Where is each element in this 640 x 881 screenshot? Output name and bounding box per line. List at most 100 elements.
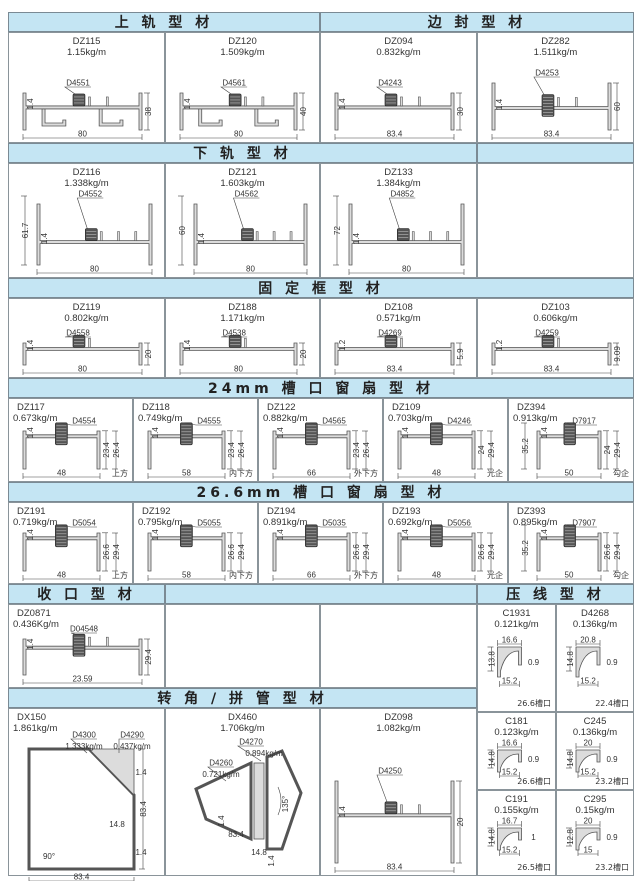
section-title: 边 封 型 材 <box>427 15 527 31</box>
profile-drawing: 135°D42700.894kg/mD42600.721kg/m83.414.8… <box>194 738 303 867</box>
profile-code: DZ121 <box>228 167 257 178</box>
wall-thickness-label: 1.4 <box>26 638 35 650</box>
dimension-label: 80 <box>246 265 255 274</box>
profile-weight: 0.795kg/m <box>138 517 183 528</box>
profile-section <box>36 203 153 266</box>
dimension-label: 23.4 <box>352 442 361 458</box>
gasket-code: D7907 <box>572 519 596 528</box>
position-note: 上方 <box>112 571 128 580</box>
dimension-label: 29.4 <box>613 544 622 560</box>
dimension-label: 72 <box>333 226 342 235</box>
dimension-label: 20 <box>584 817 593 826</box>
gasket-code: D5035 <box>322 519 346 528</box>
leader-line <box>376 86 403 95</box>
position-note: 上方 <box>112 469 128 478</box>
profile-code: DZ117 <box>17 402 45 413</box>
dimension-label: 80 <box>78 130 87 139</box>
dimension-label: 38 <box>144 107 153 116</box>
wall-thickness-label: 1.4 <box>276 427 285 439</box>
empty-cell <box>477 163 634 278</box>
profile-code: DZ119 <box>72 302 101 313</box>
profile-code: DZ094 <box>384 36 413 47</box>
profile-fin <box>557 338 560 348</box>
bead-section <box>497 646 522 678</box>
dimension-label: 66 <box>307 469 316 478</box>
gasket-code: D5055 <box>197 519 221 528</box>
leader-line <box>388 197 416 229</box>
profile-weight: 1.338kg/m <box>64 178 109 189</box>
profile-section <box>272 430 351 470</box>
profile-section <box>272 532 351 572</box>
dimension-label: 29.4 <box>237 544 246 560</box>
empty-cell <box>165 604 320 688</box>
wall-thickness-label: 1.4 <box>540 427 549 439</box>
profile-section <box>22 532 101 572</box>
dimension-label: 83.4 <box>544 130 560 139</box>
profile-code: DZ116 <box>72 167 101 178</box>
wall-thickness-label: 1.4 <box>183 98 192 110</box>
dimension-label: 80 <box>234 365 243 374</box>
position-note: 光企 <box>487 469 503 478</box>
dimension-label: 14.8 <box>566 651 575 667</box>
dimension-label: 15 <box>584 846 593 855</box>
wall-thickness-label: 1.4 <box>540 529 549 541</box>
position-note: 外下方 <box>354 571 378 580</box>
profile-weight: 0.749kg/m <box>138 413 183 424</box>
profile-channel <box>98 108 124 127</box>
profile-section <box>536 532 602 572</box>
profile-code: DZ109 <box>392 402 421 413</box>
gasket-code: D4243 <box>378 79 402 88</box>
profile-section <box>179 342 298 366</box>
gasket-code: D4253 <box>535 69 559 78</box>
gasket-strip <box>563 422 576 446</box>
profile-weight: 1.603kg/m <box>220 178 265 189</box>
profile-fin <box>117 231 120 241</box>
dimension-label: 35.2 <box>521 540 530 556</box>
profile-fin <box>272 231 276 241</box>
gasket-strip <box>305 422 318 446</box>
profile-section <box>334 780 455 864</box>
profile-section <box>397 430 476 470</box>
profile-weight: 1.082kg/m <box>376 723 421 734</box>
profile-fin <box>418 96 421 107</box>
profile-weight: 0.673kg/m <box>13 413 58 424</box>
dimension-label: 26.6 <box>603 544 612 560</box>
dimension-label: 29.4 <box>362 544 371 560</box>
wall-thickness-label: 1.4 <box>26 339 35 351</box>
profile-code: DZ393 <box>517 506 546 517</box>
dimension-label: 20 <box>144 349 153 358</box>
bead-section <box>497 749 522 773</box>
profile-fin <box>244 96 247 107</box>
profile-fin <box>134 231 138 241</box>
leader-line <box>57 524 97 528</box>
dimension-label: 0.9 <box>606 755 618 764</box>
profile-code: DZ282 <box>541 36 570 47</box>
profile-code: DZ194 <box>267 506 296 517</box>
profile-fin <box>99 231 103 241</box>
section-header-closing: 收 口 型 材 <box>8 584 165 604</box>
leader-line <box>220 86 248 95</box>
